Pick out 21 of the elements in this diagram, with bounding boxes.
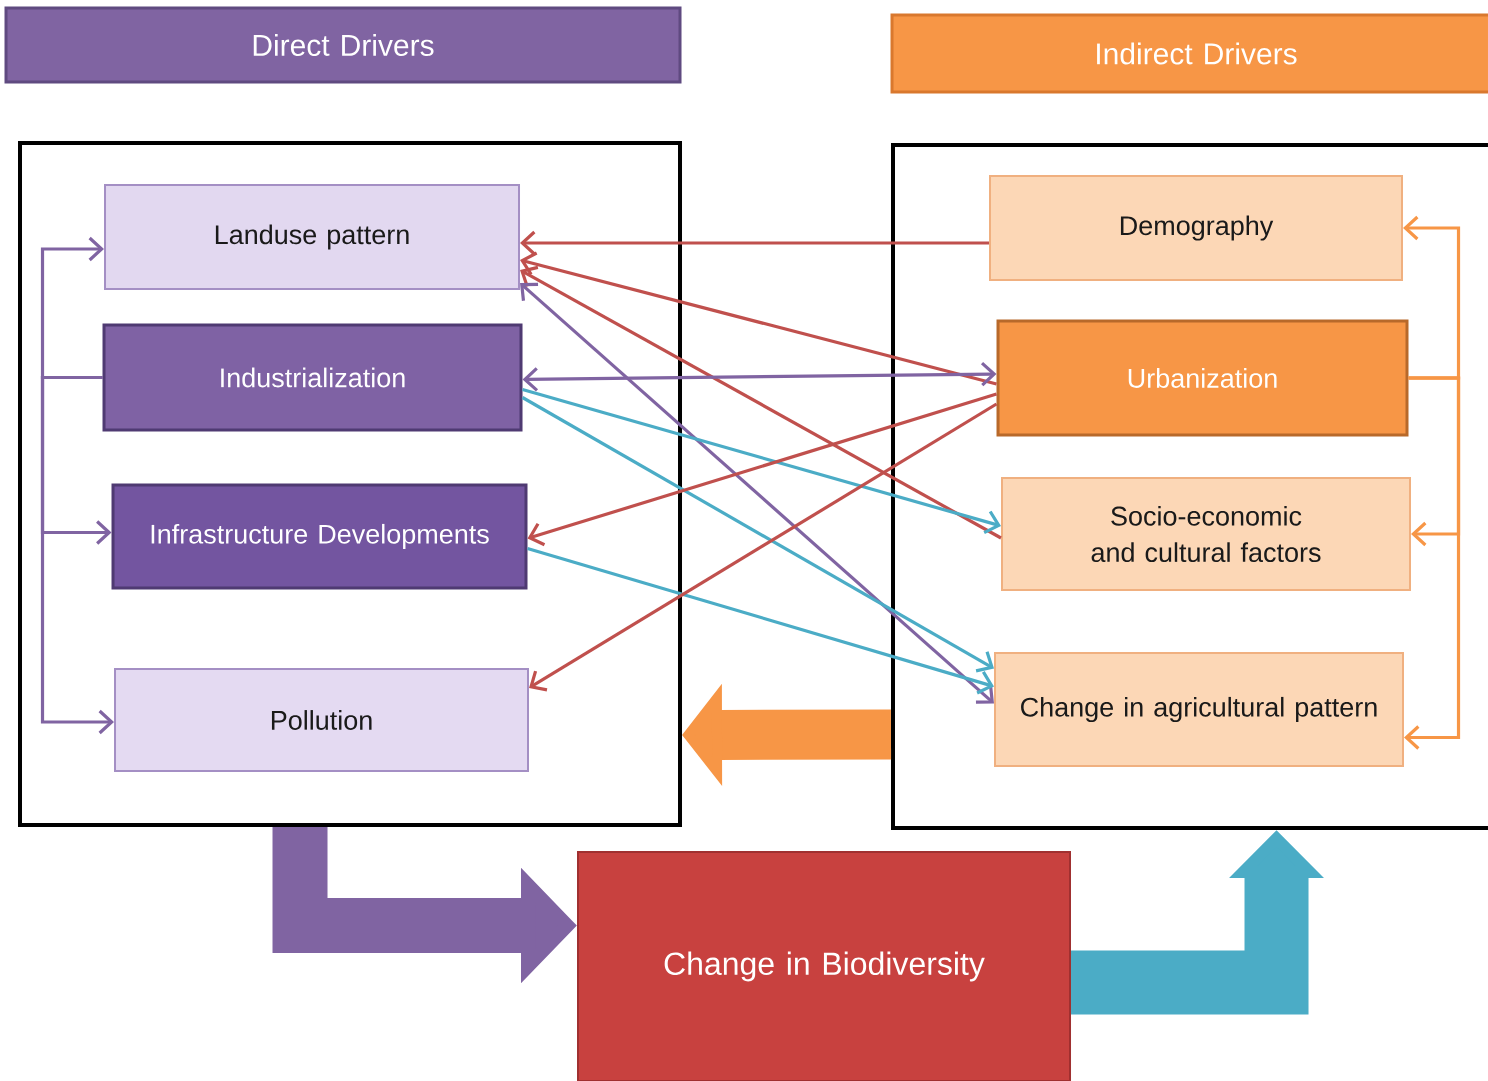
arrow: [520, 282, 994, 704]
arrow: [520, 230, 989, 256]
header-banner: Direct Drivers: [4, 6, 682, 84]
arrow: [1404, 376, 1461, 750]
driver-box: Urbanization: [996, 319, 1409, 437]
driver-box: Landuse pattern: [104, 184, 520, 290]
biodiversity-box: Change in Biodiversity: [577, 851, 1071, 1081]
driver-box: Infrastructure Developments: [111, 483, 528, 590]
driver-box: Pollution: [114, 668, 529, 772]
header-banner: Indirect Drivers: [890, 13, 1488, 94]
arrow: [522, 361, 997, 392]
arrow: [40, 375, 114, 735]
driver-box: Demography: [989, 175, 1403, 281]
group-frame: [18, 141, 682, 827]
driver-box: Socio-economic and cultural factors: [1001, 477, 1411, 591]
arrow: [520, 251, 997, 386]
driver-box: Industrialization: [102, 323, 523, 432]
arrow: [527, 546, 994, 695]
arrow: [520, 265, 1002, 540]
group-frame: [891, 143, 1488, 830]
driver-box: Change in agricultural pattern: [994, 652, 1404, 767]
